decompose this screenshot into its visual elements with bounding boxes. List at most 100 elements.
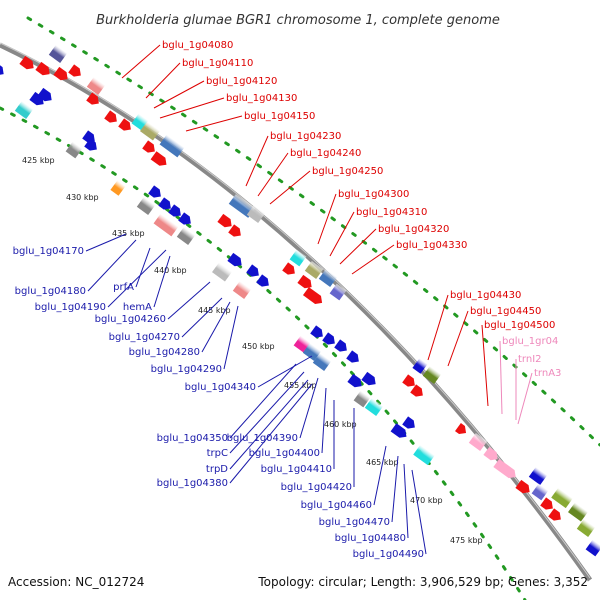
tick-label: 430 kbp xyxy=(66,193,99,202)
gene-feature xyxy=(14,101,34,119)
gene-feature xyxy=(246,205,266,223)
gene-label: bglu_1g04330 xyxy=(396,240,467,251)
gene-feature xyxy=(150,151,167,166)
gene-arrow xyxy=(0,61,4,76)
gene-arrow xyxy=(246,264,259,277)
inner-track-guide xyxy=(0,106,527,600)
gene-label: bglu_1g04500 xyxy=(484,320,555,331)
leader-line xyxy=(351,244,395,275)
gene-label: bglu_1g04480 xyxy=(335,533,406,544)
gene-arrow xyxy=(118,118,131,131)
gene-features xyxy=(0,45,600,557)
gene-feature xyxy=(104,110,117,123)
gene-label: bglu_1g04120 xyxy=(206,76,277,87)
gene-label: trpC xyxy=(207,448,228,459)
gene-arrow xyxy=(86,92,99,105)
gene-label: trnI2 xyxy=(518,354,542,365)
gene-feature xyxy=(136,197,156,215)
gene-label: prfA xyxy=(113,282,134,293)
gene-feature xyxy=(53,66,68,81)
gene-label: bglu_1g04270 xyxy=(109,332,180,343)
gene-box xyxy=(312,353,332,371)
gene-feature xyxy=(551,487,573,509)
leader-line xyxy=(321,387,327,454)
leader-line xyxy=(121,44,161,79)
accession-text: Accession: NC_012724 xyxy=(8,575,144,589)
gene-label: hemA xyxy=(123,302,152,313)
gene-feature xyxy=(148,185,161,198)
gene-feature xyxy=(110,180,126,196)
gene-box xyxy=(422,366,442,384)
gene-label: bglu_1g04170 xyxy=(13,246,84,257)
leader-line xyxy=(135,247,151,288)
gene-box xyxy=(318,269,338,287)
gene-box xyxy=(136,197,156,215)
leader-line xyxy=(229,383,313,484)
leader-line xyxy=(257,355,313,388)
gene-feature xyxy=(585,539,600,557)
gene-box xyxy=(232,281,252,299)
gene-box xyxy=(176,227,196,245)
gene-feature xyxy=(176,227,196,245)
tick-label: 450 kbp xyxy=(242,342,275,351)
gene-box xyxy=(329,283,347,301)
gene-label: bglu_1g04280 xyxy=(129,347,200,358)
gene-label: bglu_1g04110 xyxy=(182,58,253,69)
gene-label: bglu_1g04260 xyxy=(95,314,166,325)
gene-arrow xyxy=(334,339,347,352)
gene-feature xyxy=(282,262,295,275)
gene-box xyxy=(304,261,324,279)
gene-box xyxy=(153,213,179,237)
gene-arrow xyxy=(540,497,553,510)
gene-label: bglu_1g04290 xyxy=(151,364,222,375)
gene-feature xyxy=(310,325,323,338)
gene-feature xyxy=(82,130,95,143)
gene-feature xyxy=(118,118,131,131)
gene-feature xyxy=(528,467,548,485)
gene-feature xyxy=(159,134,185,158)
gene-arrow xyxy=(68,64,81,77)
leader-line xyxy=(181,297,223,338)
gene-feature xyxy=(346,350,359,363)
gene-feature xyxy=(35,61,50,76)
gene-arrow xyxy=(361,371,376,386)
gene-label: bglu_1g04340 xyxy=(185,382,256,393)
gene-feature xyxy=(390,423,407,438)
gene-arrow xyxy=(515,479,530,494)
gene-arrow xyxy=(148,185,161,198)
gene-label: bglu_1g04080 xyxy=(162,40,233,51)
gene-feature xyxy=(468,433,488,451)
gene-feature xyxy=(361,371,376,386)
gene-feature xyxy=(153,213,179,237)
gene-feature xyxy=(212,262,232,282)
gene-feature xyxy=(140,121,160,141)
leader-line xyxy=(223,305,239,370)
gene-label: bglu_1g04180 xyxy=(15,286,86,297)
outer-track-guide xyxy=(26,16,600,447)
gene-arrow xyxy=(455,423,467,435)
gene-feature xyxy=(413,444,435,466)
gene-label: bglu_1g04390 xyxy=(227,433,298,444)
gene-feature xyxy=(304,261,324,279)
leader-line xyxy=(329,211,355,257)
gene-label: bglu_1g04310 xyxy=(356,207,427,218)
gene-feature xyxy=(228,194,256,218)
leader-line xyxy=(447,310,469,367)
gene-feature xyxy=(217,213,232,228)
gene-box xyxy=(302,343,322,361)
gene-feature xyxy=(568,502,588,522)
gene-arrow xyxy=(483,446,498,461)
gene-box xyxy=(364,398,384,416)
gene-label: bglu_1g04470 xyxy=(319,517,390,528)
gene-feature xyxy=(302,343,322,361)
gene-arrow xyxy=(548,508,561,521)
gene-feature xyxy=(84,138,97,151)
tick-label: 475 kbp xyxy=(450,536,483,545)
gene-box xyxy=(568,502,588,522)
gene-label: bglu_1g04380 xyxy=(157,478,228,489)
gene-arrow xyxy=(217,213,232,228)
gene-feature xyxy=(531,483,549,501)
gene-feature xyxy=(412,358,428,374)
leader-line xyxy=(229,371,305,454)
